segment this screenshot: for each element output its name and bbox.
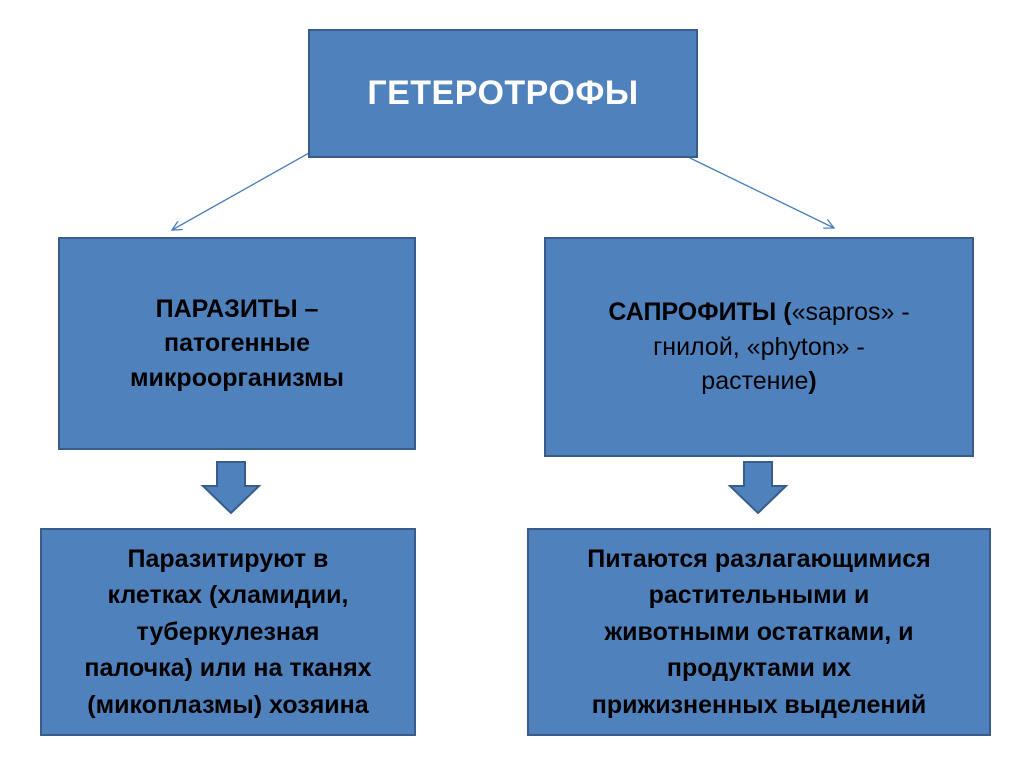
saprophytes-detail-box: Питаются разлагающимися растительными и …	[527, 528, 991, 736]
parasites-detail-line-5: (микоплазмы) хозяина	[87, 690, 369, 719]
parasites-line-2: патогенные	[164, 329, 310, 358]
parasites-box: ПАРАЗИТЫ – патогенные микроорганизмы	[58, 237, 416, 450]
saprophytes-line-3-rest: растение	[701, 367, 809, 396]
saprophytes-detail-line-1: Питаются разлагающимися	[587, 544, 931, 573]
saprophytes-line-1-bold: САПРОФИТЫ (	[608, 298, 792, 327]
parasites-line-3: микроорганизмы	[130, 363, 344, 392]
saprophytes-box: САПРОФИТЫ («sapros» - гнилой, «phyton» -…	[544, 237, 974, 457]
arrow-to-saprophytes	[689, 157, 834, 228]
parasites-line-1: ПАРАЗИТЫ –	[155, 294, 319, 323]
saprophytes-detail-line-4: продуктами их	[666, 654, 852, 683]
saprophytes-detail-line-3: животными остатками, и	[604, 617, 914, 646]
heterotrophs-box: ГЕТЕРОТРОФЫ	[308, 29, 698, 158]
saprophytes-text: САПРОФИТЫ («sapros» - гнилой, «phyton» -…	[608, 295, 909, 399]
saprophytes-detail-line-5: прижизненных выделений	[591, 690, 927, 719]
parasites-detail-text: Паразитируют в клетках (хламидии, туберк…	[84, 541, 371, 724]
block-arrow-left-down-icon	[200, 461, 262, 515]
saprophytes-line-3-bold: )	[808, 367, 817, 396]
saprophytes-detail-line-2: растительными и	[648, 581, 870, 610]
saprophytes-detail-text: Питаются разлагающимися растительными и …	[587, 541, 930, 724]
parasites-detail-line-1: Паразитируют в	[127, 544, 329, 573]
heterotrophs-title: ГЕТЕРОТРОФЫ	[367, 74, 639, 112]
parasites-detail-box: Паразитируют в клетках (хламидии, туберк…	[40, 528, 416, 736]
parasites-detail-line-2: клетках (хламидии,	[107, 581, 349, 610]
saprophytes-line-1-rest: «sapros» -	[791, 298, 910, 327]
parasites-text: ПАРАЗИТЫ – патогенные микроорганизмы	[130, 292, 344, 396]
parasites-detail-line-4: палочка) или на тканях	[84, 654, 372, 683]
saprophytes-line-2: гнилой, «phyton» -	[653, 332, 865, 361]
block-arrow-right-down-icon	[727, 461, 789, 515]
parasites-detail-line-3: туберкулезная	[136, 617, 320, 646]
